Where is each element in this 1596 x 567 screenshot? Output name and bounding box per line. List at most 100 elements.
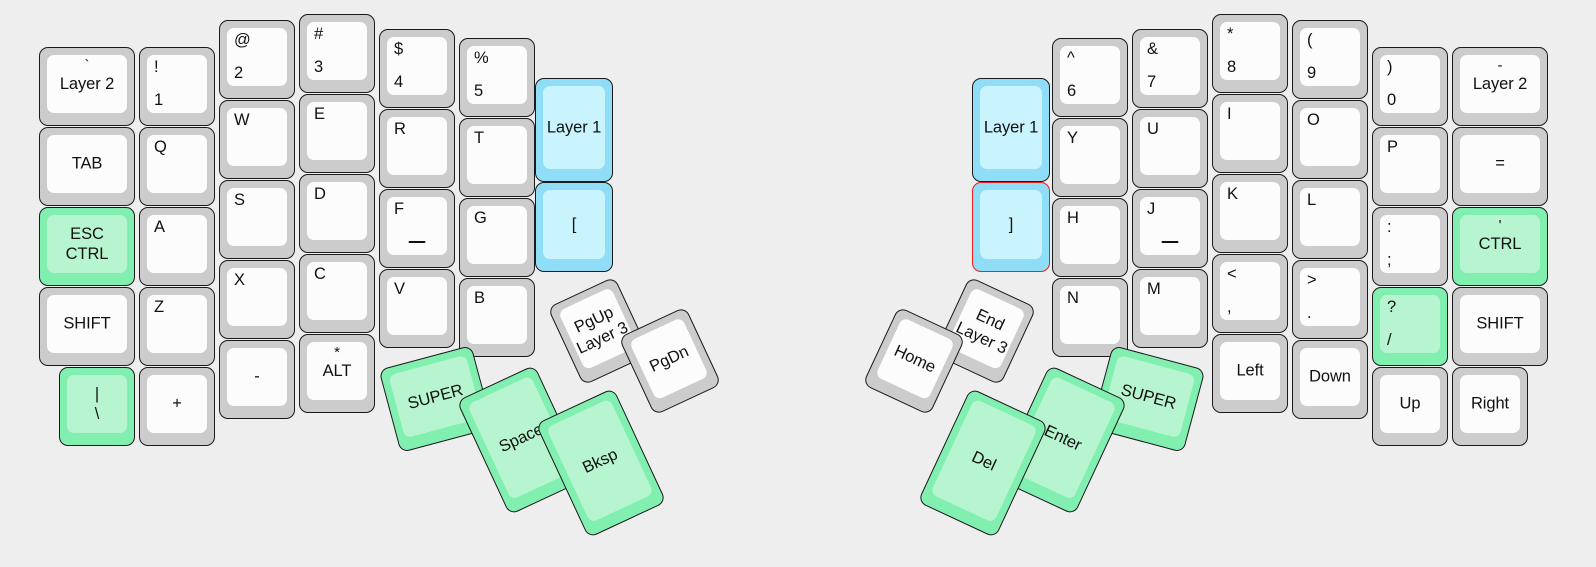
key-l-e[interactable]: E (299, 94, 375, 173)
keycap-l-plus: + (147, 375, 207, 433)
key-legend-shifted: * (334, 344, 340, 361)
key-legend-center: Down (1309, 367, 1351, 386)
keycap-r-left: Left (1220, 342, 1280, 400)
key-legend-center: - (254, 367, 260, 386)
key-r-o[interactable]: O (1292, 100, 1368, 179)
key-r-equals[interactable]: = (1452, 127, 1548, 206)
keycap-l-x: X (227, 268, 287, 326)
key-l-x[interactable]: X (219, 260, 295, 339)
key-legend-shifted: ` (84, 57, 90, 74)
key-l-plus[interactable]: + (139, 367, 215, 446)
key-l-v[interactable]: V (379, 269, 455, 348)
key-l-5[interactable]: %5 (459, 38, 535, 117)
key-r-0[interactable]: )0 (1372, 47, 1448, 126)
key-r-i[interactable]: I (1212, 94, 1288, 173)
keycap-l-w: W (227, 108, 287, 166)
keycap-l-3: #3 (307, 22, 367, 80)
key-l-layer2[interactable]: `Layer 2 (39, 47, 135, 126)
key-l-d[interactable]: D (299, 174, 375, 253)
key-l-2[interactable]: @2 (219, 20, 295, 99)
keycap-r-i: I (1220, 102, 1280, 160)
key-l-f[interactable]: F (379, 189, 455, 268)
keycap-r-n: N (1060, 286, 1120, 344)
key-l-3[interactable]: #3 (299, 14, 375, 93)
key-l-tab[interactable]: TAB (39, 127, 135, 206)
keycap-r-y: Y (1060, 126, 1120, 184)
keycap-l-pipe: | \ (67, 375, 127, 433)
keycap-l-shift: SHIFT (47, 295, 127, 353)
key-l-r[interactable]: R (379, 109, 455, 188)
key-l-minus[interactable]: - (219, 340, 295, 419)
key-r-l[interactable]: L (1292, 180, 1368, 259)
keycap-r-layer2: -Layer 2 (1460, 55, 1540, 113)
key-r-slash[interactable]: ?/ (1372, 287, 1448, 366)
key-r-down[interactable]: Down (1292, 340, 1368, 419)
key-r-comma[interactable]: <, (1212, 254, 1288, 333)
keycap-r-comma: <, (1220, 262, 1280, 320)
key-r-6[interactable]: ^6 (1052, 38, 1128, 117)
key-r-semi[interactable]: :; (1372, 207, 1448, 286)
key-legend-base: ; (1387, 250, 1392, 269)
key-l-pipe[interactable]: | \ (59, 367, 135, 446)
keycap-r-layer1: Layer 1 (980, 86, 1042, 169)
key-l-c[interactable]: C (299, 254, 375, 333)
key-l-q[interactable]: Q (139, 127, 215, 206)
key-legend-shifted: % (474, 49, 489, 67)
keycap-l-minus: - (227, 348, 287, 406)
key-l-bracket-l[interactable]: [ (535, 182, 613, 272)
key-legend-center: Bksp (579, 444, 621, 477)
key-r-bracket-r[interactable]: ] (972, 182, 1050, 272)
keycap-l-pgup: PgUp Layer 3 (557, 287, 638, 371)
key-r-layer2[interactable]: -Layer 2 (1452, 47, 1548, 126)
key-legend-shifted: X (234, 271, 245, 289)
key-r-right[interactable]: Right (1452, 367, 1528, 446)
key-l-z[interactable]: Z (139, 287, 215, 366)
key-r-u[interactable]: U (1132, 109, 1208, 188)
key-l-alt[interactable]: *ALT (299, 334, 375, 413)
key-r-m[interactable]: M (1132, 269, 1208, 348)
key-legend-shifted: ' (1498, 217, 1502, 234)
key-l-1[interactable]: !1 (139, 47, 215, 126)
key-r-left[interactable]: Left (1212, 334, 1288, 413)
key-r-shift[interactable]: SHIFT (1452, 287, 1548, 366)
key-legend-center: SHIFT (1476, 314, 1524, 333)
key-r-layer1[interactable]: Layer 1 (972, 78, 1050, 182)
key-r-up[interactable]: Up (1372, 367, 1448, 446)
key-legend-center: | \ (94, 384, 100, 423)
key-r-h[interactable]: H (1052, 198, 1128, 277)
key-legend-base: 3 (314, 57, 324, 76)
key-legend-base: 5 (474, 81, 484, 100)
key-legend-shifted: L (1307, 191, 1317, 209)
key-r-8[interactable]: *8 (1212, 14, 1288, 93)
key-legend-center: TAB (71, 154, 103, 173)
key-l-layer1[interactable]: Layer 1 (535, 78, 613, 182)
key-r-7[interactable]: &7 (1132, 29, 1208, 108)
key-l-4[interactable]: $4 (379, 29, 455, 108)
key-l-w[interactable]: W (219, 100, 295, 179)
key-l-t[interactable]: T (459, 118, 535, 197)
key-legend-shifted: D (314, 185, 326, 203)
key-l-g[interactable]: G (459, 198, 535, 277)
key-r-k[interactable]: K (1212, 174, 1288, 253)
key-r-y[interactable]: Y (1052, 118, 1128, 197)
keycap-l-tab: TAB (47, 135, 127, 193)
key-legend-shifted: J (1147, 200, 1156, 218)
key-l-s[interactable]: S (219, 180, 295, 259)
key-r-n[interactable]: N (1052, 278, 1128, 357)
key-r-p[interactable]: P (1372, 127, 1448, 206)
key-r-ctrl[interactable]: 'CTRL (1452, 207, 1548, 286)
keycap-r-right: Right (1460, 375, 1520, 433)
keycap-r-9: (9 (1300, 28, 1360, 86)
key-legend-shifted: * (1227, 25, 1234, 43)
key-r-dot[interactable]: >. (1292, 260, 1368, 339)
keycap-l-f: F (387, 197, 447, 255)
key-l-shift[interactable]: SHIFT (39, 287, 135, 366)
key-legend-shifted: C (314, 265, 326, 283)
key-legend-center: Del (969, 447, 999, 475)
key-r-9[interactable]: (9 (1292, 20, 1368, 99)
key-l-a[interactable]: A (139, 207, 215, 286)
key-l-b[interactable]: B (459, 278, 535, 357)
key-r-j[interactable]: J (1132, 189, 1208, 268)
key-legend-center: SHIFT (63, 314, 111, 333)
key-l-esc-ctrl[interactable]: ESC CTRL (39, 207, 135, 286)
